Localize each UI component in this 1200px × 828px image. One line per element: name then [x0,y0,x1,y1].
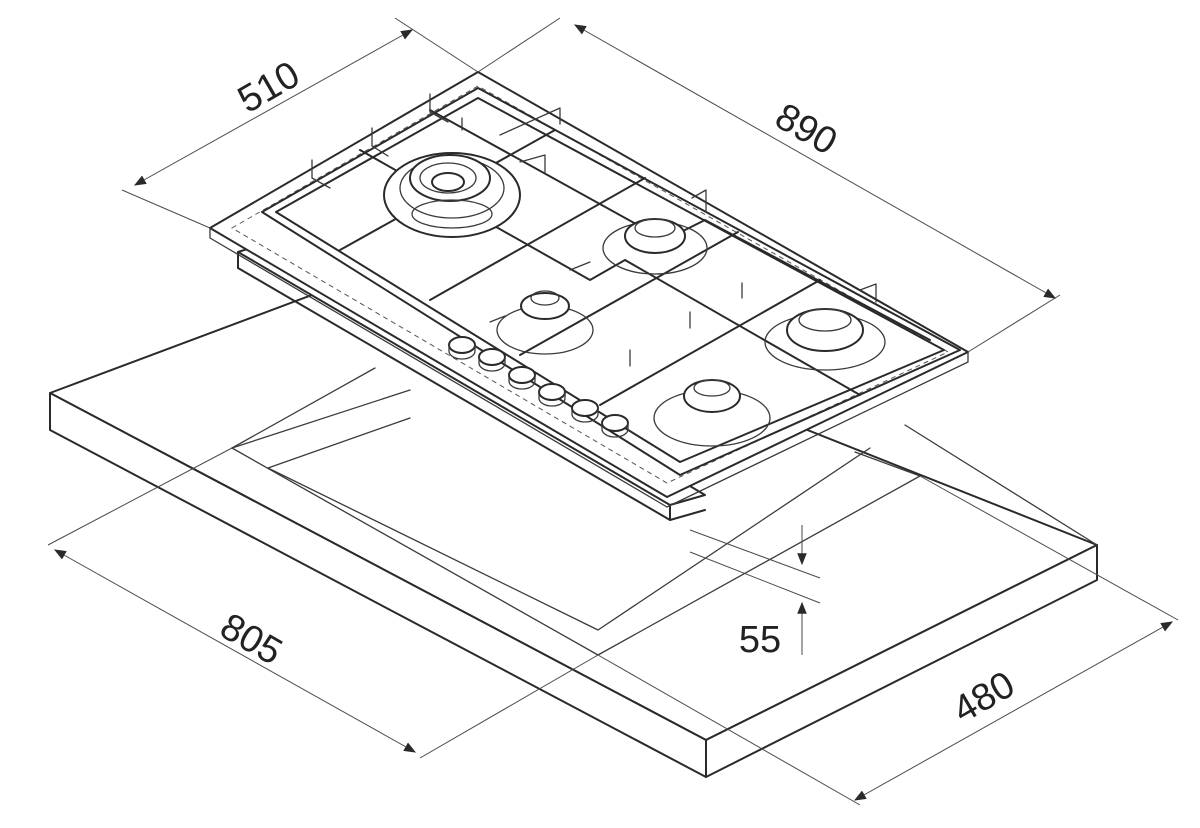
cutout-edge-front-inner [267,447,871,631]
hob-plate-edge [209,227,969,508]
control-knob-icon [538,383,566,407]
control-knob-icon [448,336,476,360]
cutout-edge-back [231,367,376,449]
control-knobs [448,336,629,438]
dimension-label-805: 805 [213,606,289,674]
large-burner-icon [764,308,886,371]
cutout-edge-left-inner [267,417,411,469]
control-knob-icon [571,399,599,423]
dimension-label-510: 510 [231,54,307,122]
dimension-55: 55 [689,525,821,661]
control-knob-icon [478,348,506,372]
wok-burner-icon [383,152,521,238]
control-knob-icon [601,414,629,438]
medium-burner-icon [653,379,771,447]
dimension-label-480: 480 [946,664,1022,732]
cutout-edge-right-inner [854,451,921,477]
cutout-edge-right [904,424,1098,546]
small-burner-icon [496,290,594,355]
cutout-edge-left [231,389,411,449]
dimension-label-890: 890 [768,96,844,164]
control-knob-icon [508,366,536,390]
dimension-label-55: 55 [739,619,781,661]
